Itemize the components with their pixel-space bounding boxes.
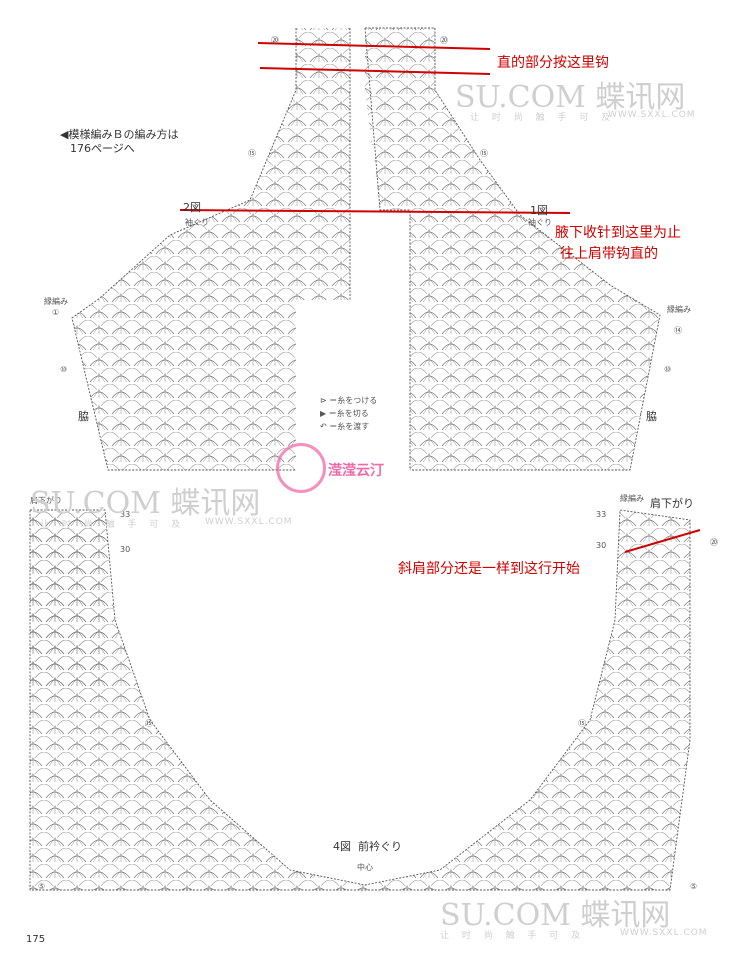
fig1-front-piece — [364, 27, 661, 471]
side-right-label: 脇 — [646, 410, 657, 423]
neckline-label: 前衿ぐり — [358, 840, 402, 853]
row-marker: ⑩ — [60, 365, 68, 374]
watermark-sub: 让 时 尚 触 手 可 及 — [470, 113, 616, 123]
watermark-brand: SU.COM 蝶讯网 — [30, 486, 261, 521]
watermark-url: WWW.SXXL.COM — [205, 517, 293, 527]
shoulder-left-label: 肩下がり — [30, 496, 62, 505]
edge-bottom-left-label: 縁編み — [620, 494, 644, 503]
legend-symbol-carry: ↶ ＝糸を渡す — [320, 422, 370, 431]
row-marker: ⑭ — [674, 326, 682, 335]
row-marker: ⑮ — [578, 719, 586, 728]
fig2-back-piece — [71, 28, 351, 471]
left-strap-piece — [30, 510, 105, 690]
fig2-label: 2図 — [183, 201, 201, 214]
row-marker: 33 — [120, 510, 131, 519]
row-marker: ① — [52, 308, 60, 317]
fig4-front-neck-piece — [29, 509, 691, 891]
annotation-underarm-1: 腋下收针到这里为止 — [555, 225, 681, 241]
legend-symbol-cut: ▶ ＝糸を切る — [320, 409, 369, 418]
row-marker: 33 — [596, 510, 607, 519]
underarm-stop-line — [179, 209, 571, 214]
stamp-logo-icon — [276, 443, 326, 493]
slant-start-line — [624, 529, 701, 553]
watermark-url: WWW.SXXL.COM — [608, 110, 696, 120]
stamp-text: 滢滢云汀 — [328, 463, 384, 479]
row-marker: 30 — [596, 541, 607, 550]
shoulder-right-label: 肩下がり — [650, 497, 694, 510]
annotation-slant: 斜肩部分还是一样到这行开始 — [398, 561, 580, 577]
watermark-url: WWW.SXXL.COM — [620, 928, 708, 938]
annotation-underarm-2: 往上肩带钩直的 — [560, 246, 658, 262]
watermark-brand: SU.COM 蝶讯网 — [455, 80, 686, 115]
row-marker: ⑳ — [440, 36, 448, 45]
legend-symbol-attach: ⊳ ＝糸をつける — [320, 396, 378, 405]
row-marker: ⑮ — [480, 149, 488, 158]
legend-note-line2: 176ページへ — [70, 142, 135, 155]
legend-note-line1: ◀模様編みＢの編み方は — [60, 128, 179, 141]
armhole-right-label: 袖ぐり — [528, 218, 552, 227]
side-left-label: 脇 — [78, 410, 89, 423]
straight-row-line-1 — [257, 42, 491, 50]
center-label: 中心 — [357, 863, 373, 872]
row-marker: ⑤ — [690, 882, 698, 891]
page-number: 175 — [26, 934, 46, 945]
watermark-sub: 让 时 尚 触 手 可 及 — [40, 520, 186, 530]
watermark-brand: SU.COM 蝶讯网 — [440, 898, 671, 933]
row-marker: ⑮ — [145, 719, 153, 728]
edge-left-label: 縁編み — [44, 297, 68, 306]
edge-right-label: 縁編み — [667, 305, 691, 314]
row-marker: ⑳ — [710, 538, 718, 547]
annotation-straight: 直的部分按这里钩 — [497, 55, 609, 71]
row-marker: 30 — [120, 545, 131, 554]
row-marker: ⑳ — [271, 36, 279, 45]
watermark-sub: 让 时 尚 触 手 可 及 — [440, 931, 586, 941]
fig1-label: 1図 — [530, 204, 548, 217]
fig4-label: 4図 — [333, 840, 351, 853]
armhole-left-label: 袖ぐり — [185, 218, 209, 227]
row-marker: ⑮ — [248, 149, 256, 158]
row-marker: ⑤ — [38, 882, 46, 891]
straight-row-line-2 — [259, 67, 491, 75]
row-marker: ⑩ — [664, 365, 672, 374]
